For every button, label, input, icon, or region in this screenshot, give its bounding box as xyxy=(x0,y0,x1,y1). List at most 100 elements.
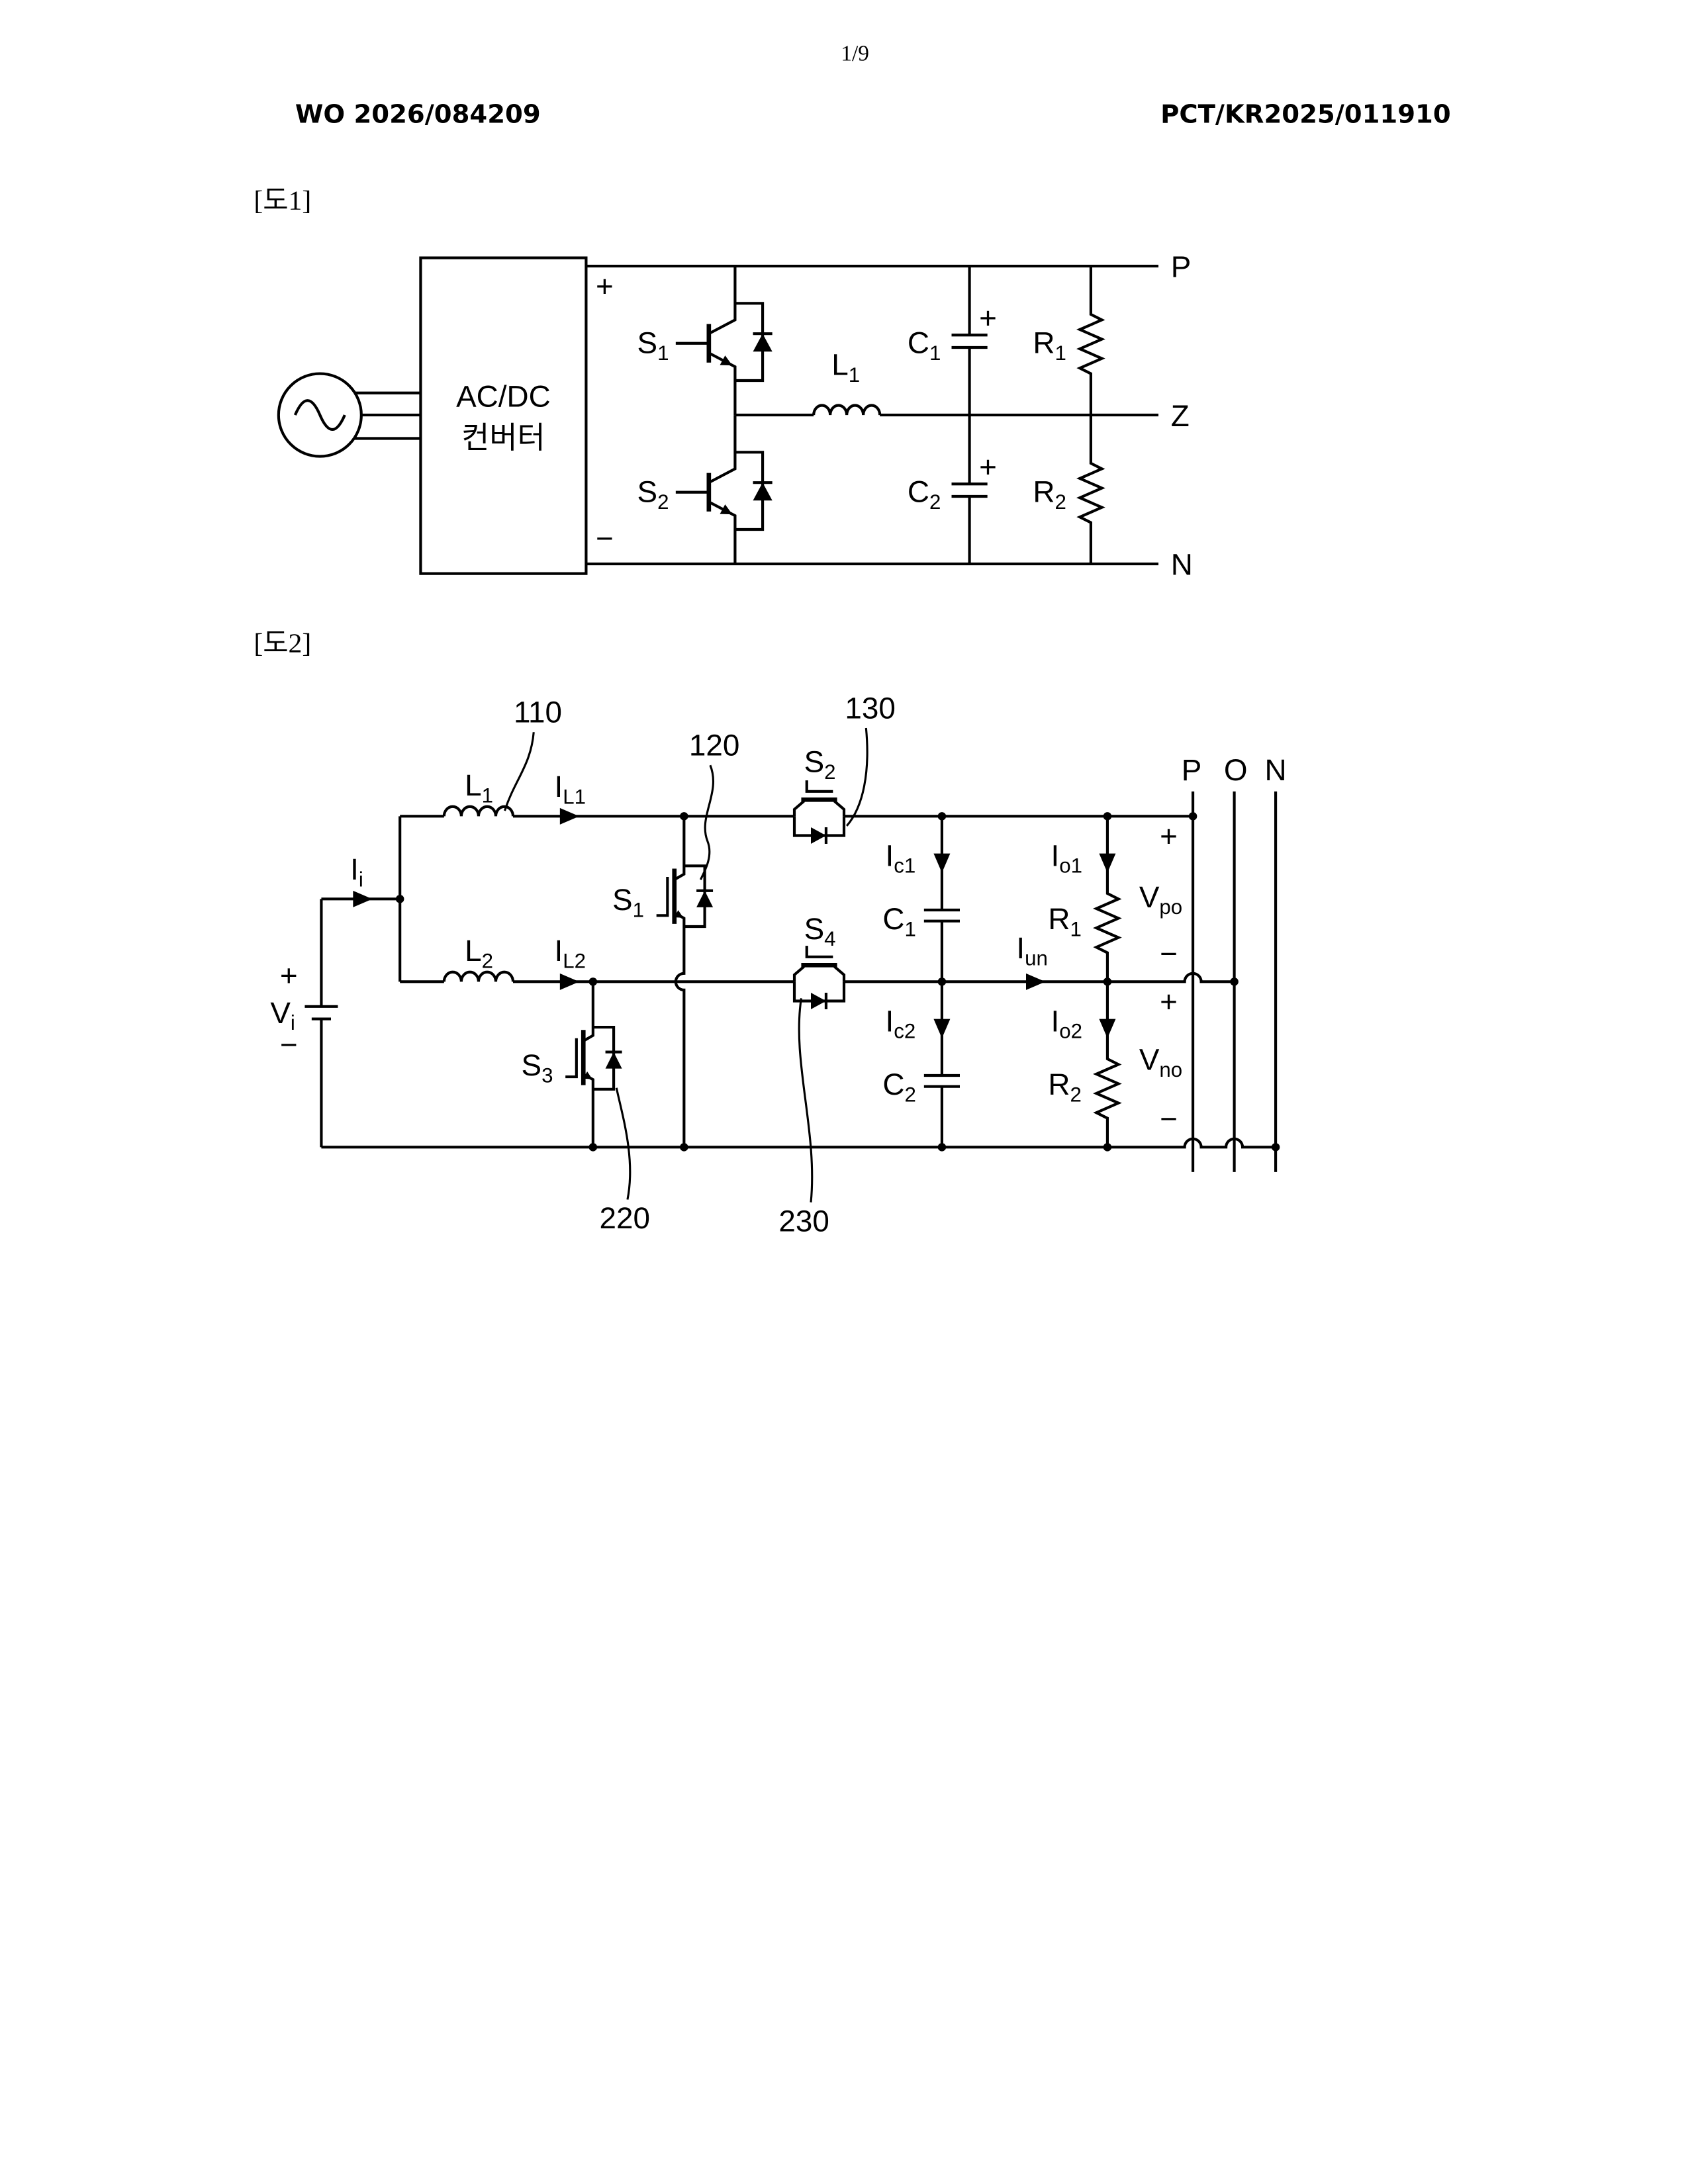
label-s1-sub: 1 xyxy=(657,341,669,365)
label-c1: C1 xyxy=(908,326,941,364)
junction-dot xyxy=(1189,812,1197,821)
current-il1-arrow-icon xyxy=(560,808,579,825)
label-s3: S3 xyxy=(522,1048,553,1087)
label-vpo-sub: po xyxy=(1159,895,1182,919)
junction-dot xyxy=(938,1143,947,1152)
label-vno-main: V xyxy=(1139,1043,1160,1077)
s1-diode-icon xyxy=(753,334,773,351)
c1-polarity-sign: + xyxy=(979,301,997,335)
label-s2-sub: 2 xyxy=(824,760,835,784)
current-il2-arrow-icon xyxy=(560,974,579,990)
label-l1: L1 xyxy=(465,768,493,807)
label-c1: C1 xyxy=(882,902,915,940)
label-s1: S1 xyxy=(612,883,644,921)
label-io1-main: I xyxy=(1051,839,1060,872)
label-ii-main: I xyxy=(350,852,359,886)
current-iun-arrow-icon xyxy=(1026,974,1045,990)
s3-diode-icon xyxy=(606,1052,622,1069)
dc-source-vi xyxy=(305,899,338,1147)
label-s4-main: S xyxy=(804,912,825,946)
s1-collector xyxy=(709,266,735,334)
application-number: PCT/KR2025/011910 xyxy=(1160,99,1451,129)
vno-plus-sign: + xyxy=(1160,985,1178,1019)
label-l1-main: L xyxy=(465,768,482,802)
junction-dot xyxy=(589,1143,598,1152)
vpo-minus-sign: − xyxy=(1160,936,1178,970)
label-vi-main: V xyxy=(270,996,291,1030)
c2-polarity-sign: + xyxy=(979,450,997,484)
label-c2-main: C xyxy=(882,1068,904,1101)
label-r1-main: R xyxy=(1048,902,1070,936)
terminal-n-label: N xyxy=(1265,753,1287,787)
ref-120-leader xyxy=(700,765,713,880)
junction-dot xyxy=(680,1143,688,1152)
label-r2-main: R xyxy=(1033,475,1055,508)
label-l1-sub: 1 xyxy=(849,363,860,387)
label-io2-sub: o2 xyxy=(1059,1020,1082,1043)
resistor-r1 xyxy=(1080,266,1102,415)
ref-230-leader xyxy=(799,998,812,1202)
label-c2-sub: 2 xyxy=(904,1083,915,1107)
label-il2-main: I xyxy=(555,934,563,968)
label-r1-sub: 1 xyxy=(1055,341,1066,365)
label-c1-main: C xyxy=(908,326,929,359)
terminal-n-label: N xyxy=(1171,548,1193,582)
three-phase-input-wires xyxy=(354,393,420,439)
s1-diode-icon xyxy=(696,891,713,907)
switch-s4 xyxy=(794,946,844,1009)
label-il1-main: I xyxy=(555,770,563,803)
label-ic2: Ic2 xyxy=(886,1004,916,1042)
resistor-r1 xyxy=(1096,816,1118,981)
label-io2: Io2 xyxy=(1051,1004,1082,1042)
resistor-r2 xyxy=(1096,981,1118,1147)
label-il2-sub: L2 xyxy=(563,950,586,973)
label-c2: C2 xyxy=(908,475,941,513)
capacitor-c2 xyxy=(924,981,960,1147)
vno-minus-sign: − xyxy=(1160,1102,1178,1136)
page-number: 1/9 xyxy=(841,42,869,66)
terminal-p-label: P xyxy=(1182,753,1202,787)
label-s4-sub: 4 xyxy=(824,927,835,950)
label-r2-main: R xyxy=(1048,1068,1070,1101)
label-s1-main: S xyxy=(612,883,633,917)
current-ic2-arrow-icon xyxy=(933,1019,950,1038)
label-s2-sub: 2 xyxy=(657,490,669,514)
label-ic2-main: I xyxy=(886,1004,894,1038)
label-c1-sub: 1 xyxy=(904,918,915,941)
label-io1: Io1 xyxy=(1051,839,1082,877)
label-c1-main: C xyxy=(882,902,904,936)
inductor-l1 xyxy=(814,406,880,416)
label-l2-main: L xyxy=(465,934,482,968)
label-vno-sub: no xyxy=(1159,1058,1182,1081)
label-ic1-sub: c1 xyxy=(894,854,915,878)
figure-2-circuit: 110 120 130 220 230 P O N + Vi − Ii L1 xyxy=(270,691,1286,1238)
junction-dot xyxy=(396,895,404,903)
s1-diode-branch xyxy=(684,866,704,927)
junction-dot xyxy=(938,812,947,821)
s2-collector xyxy=(709,415,735,482)
s1-emitter xyxy=(675,913,684,1147)
junction-dot xyxy=(1103,1143,1112,1152)
label-s2: S2 xyxy=(804,745,836,784)
vi-plus-sign: + xyxy=(280,959,298,993)
inductor-l1 xyxy=(444,807,513,817)
capacitor-c1 xyxy=(924,816,960,981)
vi-minus-sign: − xyxy=(280,1028,298,1062)
label-r1: R1 xyxy=(1048,902,1081,940)
label-r1-sub: 1 xyxy=(1070,918,1081,941)
label-c2-main: C xyxy=(908,475,929,508)
label-l1-sub: 1 xyxy=(482,784,493,807)
switch-s1 xyxy=(676,266,773,415)
converter-label-line2: 컨버터 xyxy=(461,421,545,455)
label-s4: S4 xyxy=(804,912,836,950)
resistor-r2 xyxy=(1080,415,1102,564)
inductor-l2 xyxy=(444,972,513,982)
junction-dot xyxy=(680,812,688,821)
label-s3-main: S xyxy=(522,1048,542,1082)
junction-dot xyxy=(1272,1143,1280,1152)
label-r1: R1 xyxy=(1033,326,1066,364)
junction-dot xyxy=(1103,812,1112,821)
current-ic1-arrow-icon xyxy=(933,854,950,873)
label-r2-sub: 2 xyxy=(1055,490,1066,514)
